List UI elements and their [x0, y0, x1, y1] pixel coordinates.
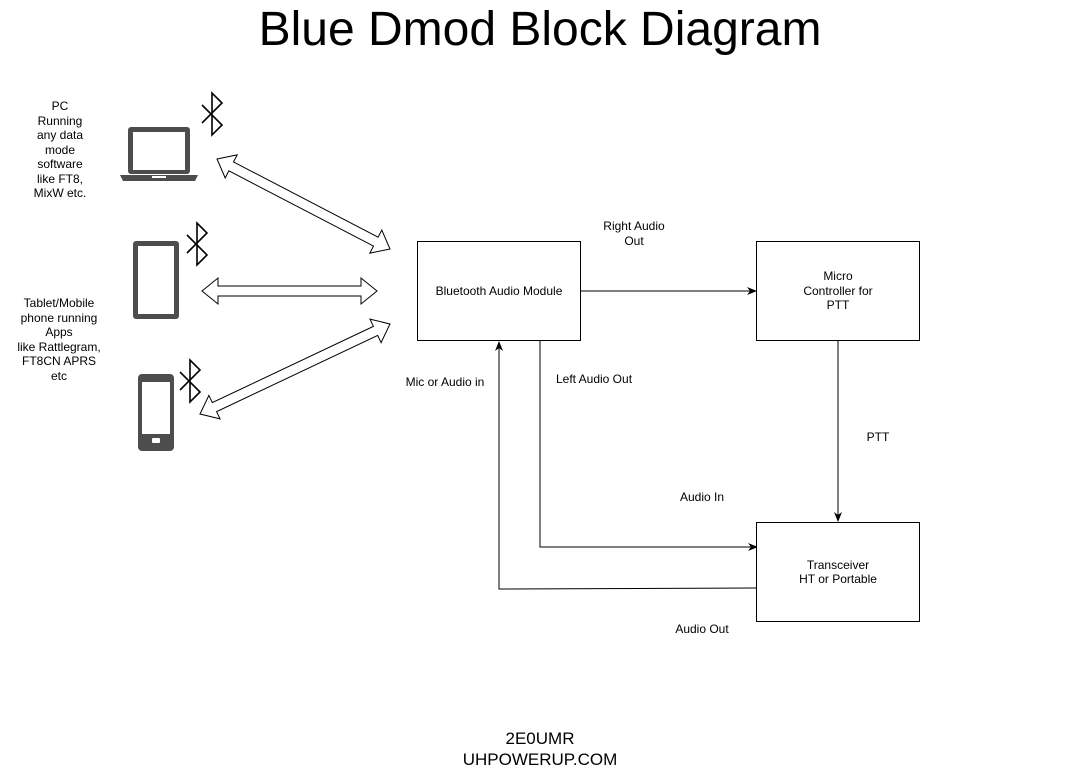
tablet-mobile-label: Tablet/Mobile phone running Apps like Ra…	[17, 296, 101, 383]
bluetooth-icon	[201, 91, 224, 137]
audio-out-label: Audio Out	[675, 622, 729, 636]
smartphone-icon	[138, 374, 174, 451]
mic-or-audio-in-label: Mic or Audio in	[405, 375, 485, 389]
left-audio-out-label: Left Audio Out	[555, 372, 633, 386]
audio-out-connector	[495, 341, 758, 590]
bluetooth-icon	[186, 221, 209, 267]
audio-in-label: Audio In	[679, 490, 725, 504]
pc-label: PC Running any data mode software like F…	[33, 99, 87, 200]
tablet-link-arrow	[201, 276, 378, 306]
footer-callsign: 2E0UMR	[505, 729, 575, 748]
diagram-title: Blue Dmod Block Diagram	[258, 3, 822, 56]
transceiver-block: Transceiver HT or Portable	[756, 522, 920, 622]
micro-controller-block: Micro Controller for PTT	[756, 241, 920, 341]
bluetooth-audio-module-block: Bluetooth Audio Module	[417, 241, 581, 341]
right-audio-out-label: Right Audio Out	[603, 219, 665, 248]
left-audio-connector	[539, 341, 758, 551]
footer-website: UHPOWERUP.COM	[462, 750, 618, 769]
ptt-label: PTT	[866, 430, 890, 444]
laptop-icon	[120, 127, 198, 181]
pc-link-arrow	[216, 154, 391, 254]
phone-link-arrow	[199, 318, 391, 420]
bluetooth-icon	[179, 358, 202, 404]
tablet-icon	[133, 241, 179, 319]
